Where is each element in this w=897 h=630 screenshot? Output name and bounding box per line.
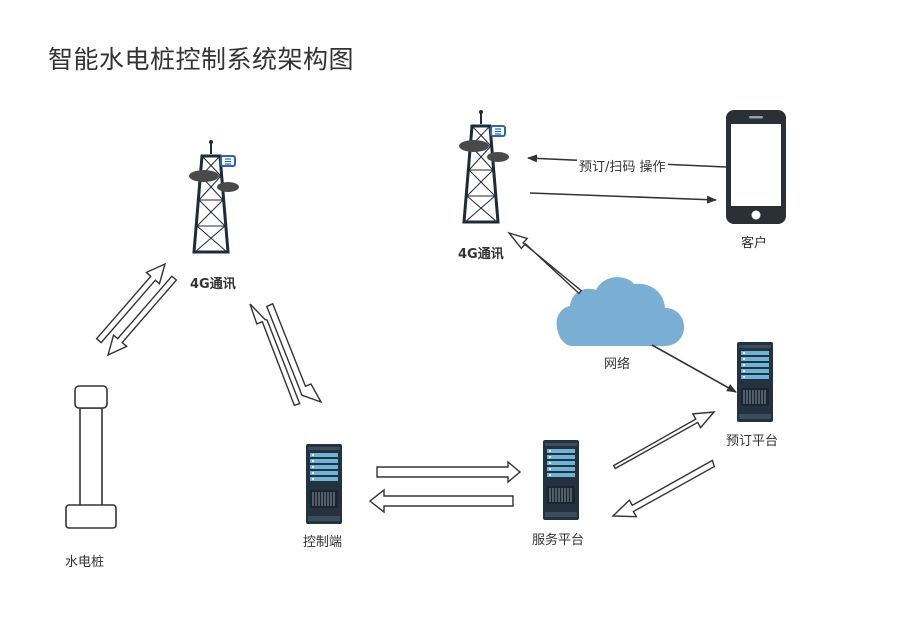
edge-label-phone-tower: 预订/扫码 操作 — [577, 156, 668, 175]
tower-left-label: 4G通讯 — [190, 277, 236, 292]
booking-server-label: 预订平台 — [726, 434, 779, 449]
arrow-booking-to-service — [611, 459, 716, 518]
arrow-cloud-to-booking — [651, 344, 737, 393]
arrow-control-to-service — [376, 460, 522, 484]
pile-label: 水电桩 — [65, 555, 105, 570]
booking-server-icon — [736, 341, 774, 423]
arrow-tower-to-phone — [529, 192, 717, 204]
arrow-service-to-control — [368, 488, 514, 514]
network-label: 网络 — [604, 357, 631, 372]
pile-icon — [65, 385, 117, 529]
phone-icon — [726, 110, 786, 224]
page-title: 智能水电桩控制系统架构图 — [48, 45, 355, 74]
tower-right-label: 4G通讯 — [458, 247, 504, 262]
tower-right-icon — [457, 108, 511, 224]
cloud-icon — [556, 277, 684, 346]
phone-label: 客户 — [741, 236, 768, 251]
arrow-pile-to-tower — [95, 262, 167, 344]
control-server-label: 控制端 — [303, 535, 343, 550]
arrow-tower-to-control — [265, 302, 323, 404]
service-server-icon — [542, 439, 580, 521]
tower-left-icon — [187, 138, 241, 254]
arrow-control-to-tower — [249, 303, 301, 407]
arrow-service-to-booking — [612, 411, 716, 470]
arrow-tower-to-pile — [106, 275, 178, 357]
service-server-label: 服务平台 — [532, 533, 585, 548]
arrow-cloud-to-tower — [507, 231, 583, 295]
control-server-icon — [305, 443, 343, 525]
